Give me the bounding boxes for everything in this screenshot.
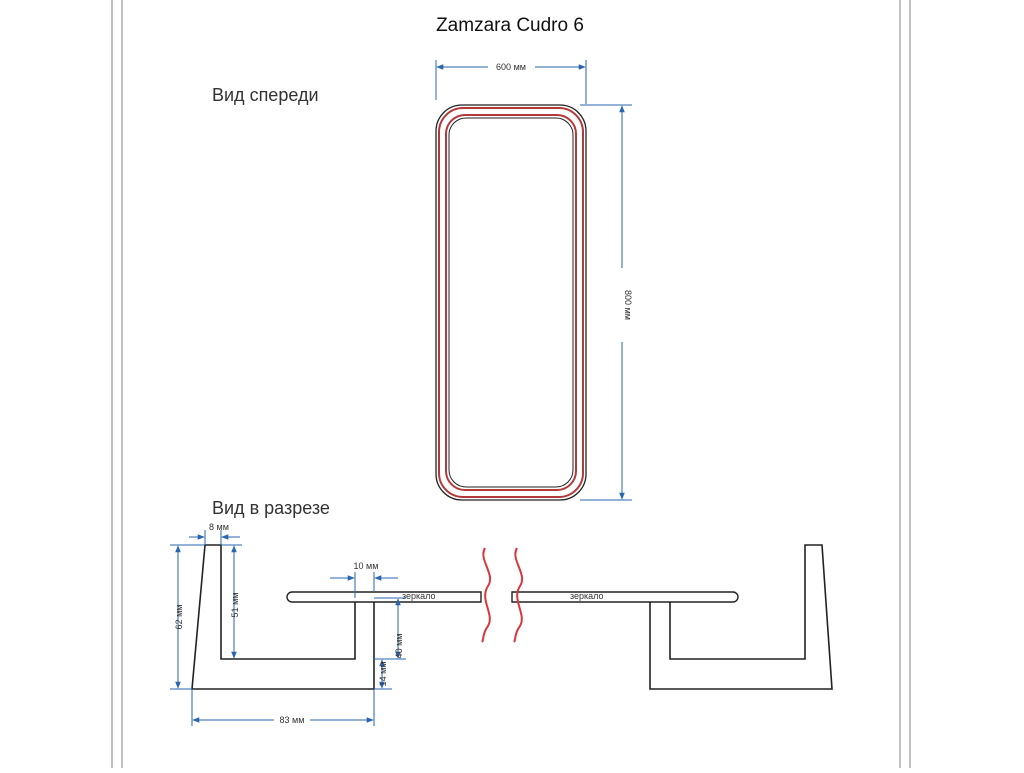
mirror-label-left: зеркало (402, 591, 436, 601)
mirror-label-right: зеркало (570, 591, 604, 601)
dim-wall-top (189, 530, 240, 545)
dim-post-height-label: 40 мм (394, 634, 404, 659)
dim-base-width-label-bg (274, 714, 310, 726)
section-left-holder (191, 544, 375, 690)
dim-total-height (170, 544, 205, 690)
width-label: 600 мм (496, 62, 526, 72)
width-dimension: 600 мм (435, 60, 587, 104)
front-view-heading: Вид спереди (212, 85, 319, 105)
mirror-break-line (481, 547, 523, 643)
dim-wall-top-label: 8 мм (209, 522, 229, 532)
dim-inner-height-label: 51 мм (230, 593, 240, 618)
section-view-heading: Вид в разрезе (212, 498, 330, 518)
dim-base-width-label: 83 мм (280, 715, 305, 725)
height-dimension: 800 мм (580, 104, 633, 501)
dim-post-height (374, 597, 406, 660)
mirror-frame (435, 104, 587, 501)
dim-gap-width (330, 572, 398, 598)
dim-base-height-label: 14 мм (378, 662, 388, 687)
dim-gap-width-label: 10 мм (354, 561, 379, 571)
dim-total-height-label: 62 мм (174, 605, 184, 630)
height-label: 800 мм (623, 290, 633, 320)
sheet-border (111, 0, 911, 768)
section-mirror (286, 591, 739, 603)
section-right-holder (649, 544, 833, 690)
dim-inner-height (221, 544, 242, 659)
page-title: Zamzara Cudro 6 (355, 8, 665, 44)
dim-base-height (374, 659, 392, 690)
